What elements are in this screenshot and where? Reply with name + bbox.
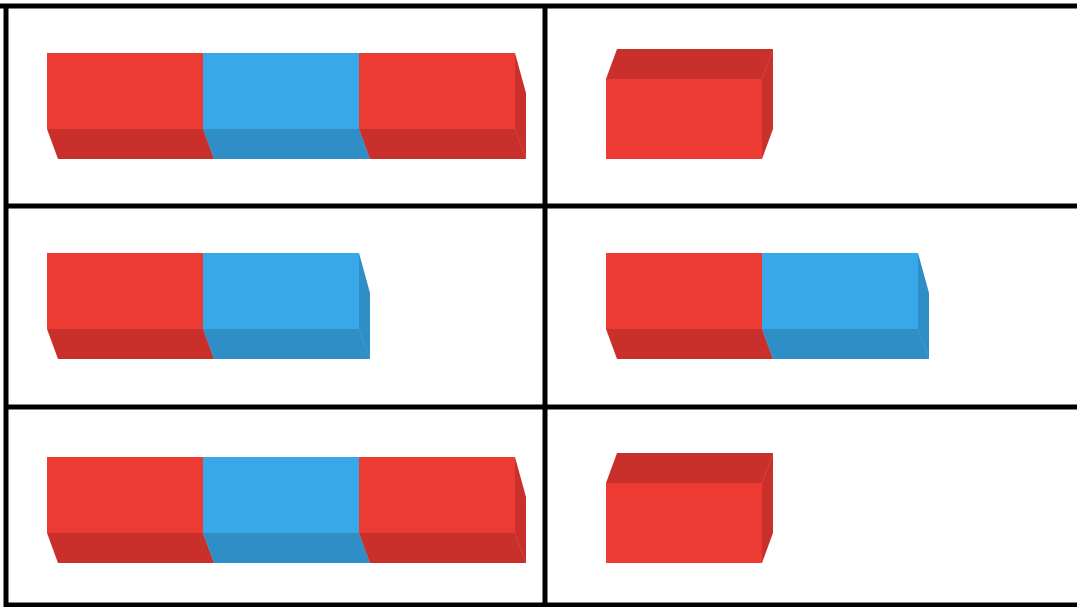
cube-red — [47, 457, 214, 563]
cube-front-face — [606, 79, 762, 159]
cube-bottom-face — [203, 533, 370, 563]
cube-front-face — [203, 53, 359, 129]
cube-blue — [203, 253, 370, 359]
cube-bottom-face — [359, 129, 526, 159]
cell-r3-c1 — [47, 457, 526, 563]
cube-bottom-face — [47, 329, 214, 359]
cube-bottom-face — [606, 329, 773, 359]
cube-front-face — [47, 253, 203, 329]
cube-red — [47, 53, 214, 159]
cube-front-face — [203, 253, 359, 329]
cube-front-face — [47, 457, 203, 533]
cube-red — [359, 53, 526, 159]
cell-r3-c2 — [606, 453, 773, 563]
cube-blue — [203, 457, 370, 563]
cube-front-face — [359, 457, 515, 533]
cell-r1-c2 — [606, 49, 773, 159]
cube-bottom-face — [47, 533, 214, 563]
cell-r1-c1 — [47, 53, 526, 159]
cell-r2-c1 — [47, 253, 370, 359]
cube-top-face — [606, 49, 773, 79]
cell-r2-c2 — [606, 253, 929, 359]
cube-front-face — [203, 457, 359, 533]
cube-bottom-face — [203, 329, 370, 359]
cube-bottom-face — [47, 129, 214, 159]
cube-front-face — [762, 253, 918, 329]
cube-bottom-face — [762, 329, 929, 359]
cube-blue — [203, 53, 370, 159]
cube-bottom-face — [359, 533, 526, 563]
cube-red — [359, 457, 526, 563]
cube-blue — [762, 253, 929, 359]
cube-front-face — [606, 253, 762, 329]
cube-red — [47, 253, 214, 359]
cube-top-face — [606, 453, 773, 483]
cube-front-face — [47, 53, 203, 129]
cube-front-face — [606, 483, 762, 563]
cube-bottom-face — [203, 129, 370, 159]
cube-red — [606, 253, 773, 359]
cube-front-face — [359, 53, 515, 129]
